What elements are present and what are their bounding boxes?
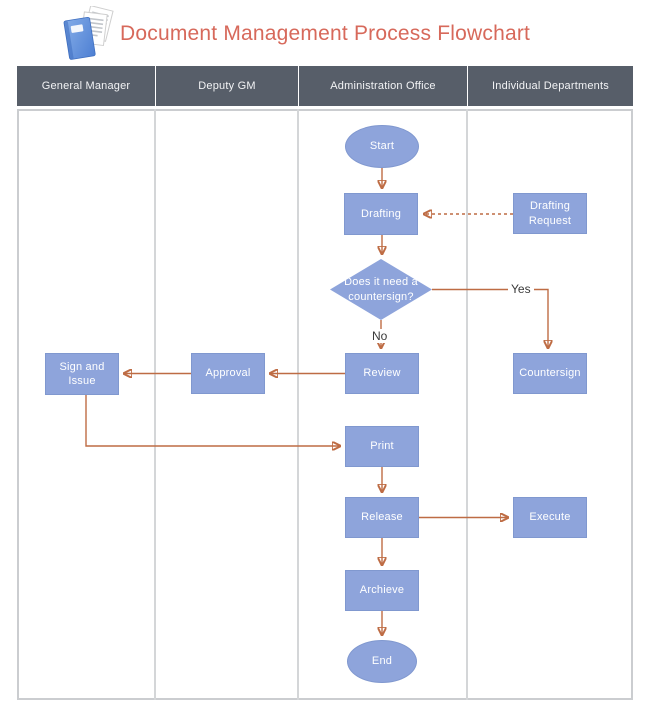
lane-header-label: Deputy GM — [198, 80, 256, 92]
lane-header-label: Individual Departments — [492, 80, 609, 92]
node-sign-and-issue-label: Sign and Issue — [59, 360, 105, 387]
document-folder-icon — [63, 6, 114, 60]
lane-header-deputy-gm: Deputy GM — [156, 66, 298, 106]
node-review: Review — [345, 353, 419, 394]
node-archieve: Archieve — [345, 570, 419, 611]
node-approval-label: Approval — [205, 367, 251, 380]
node-countersign: Countersign — [513, 353, 587, 394]
node-start-label: Start — [369, 140, 395, 153]
node-end: End — [347, 640, 417, 683]
node-archieve-label: Archieve — [359, 584, 405, 597]
node-decision-label: Does it need a countersign? — [344, 276, 418, 303]
lane-header-label: Administration Office — [330, 80, 436, 92]
node-execute-label: Execute — [529, 511, 571, 524]
node-print: Print — [345, 426, 419, 467]
lane-header-individual-departments: Individual Departments — [468, 66, 633, 106]
lane-header-administration-office: Administration Office — [299, 66, 467, 106]
node-print-label: Print — [370, 440, 394, 453]
node-drafting-request: Drafting Request — [513, 193, 587, 234]
node-execute: Execute — [513, 497, 587, 538]
page-title: Document Management Process Flowchart — [120, 22, 531, 45]
node-drafting: Drafting — [344, 193, 418, 235]
node-countersign-label: Countersign — [519, 367, 581, 380]
node-release-label: Release — [361, 511, 403, 524]
node-review-label: Review — [363, 367, 401, 380]
lane-divider — [297, 109, 299, 700]
lane-header-general-manager: General Manager — [17, 66, 155, 106]
node-release: Release — [345, 497, 419, 538]
node-approval: Approval — [191, 353, 265, 394]
title-bar: Document Management Process Flowchart — [0, 0, 650, 66]
node-sign-and-issue: Sign and Issue — [45, 353, 119, 395]
edge-label-yes: Yes — [508, 282, 534, 296]
edge-label-no: No — [369, 329, 391, 343]
lane-header-label: General Manager — [41, 80, 131, 92]
node-drafting-label: Drafting — [360, 207, 402, 220]
node-drafting-request-label: Drafting Request — [528, 200, 572, 227]
node-start: Start — [345, 125, 419, 168]
node-end-label: End — [371, 655, 393, 668]
lane-divider — [154, 109, 156, 700]
lane-divider — [466, 109, 468, 700]
